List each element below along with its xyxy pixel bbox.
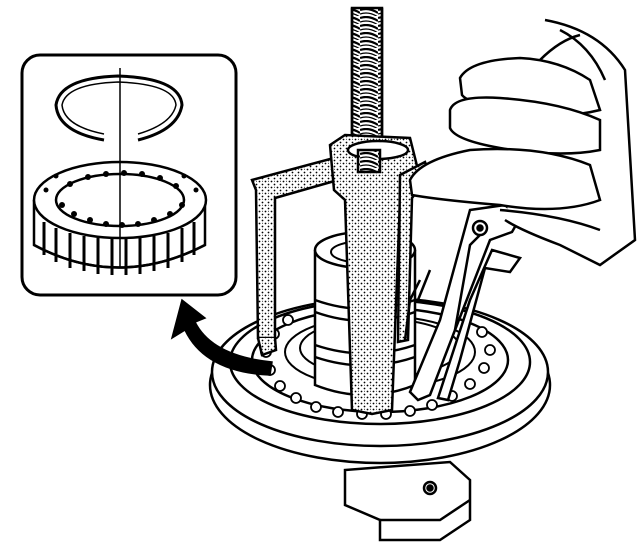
three-jaw-puller [250,133,432,416]
hand [408,18,637,267]
snap-ring-pliers [403,203,523,402]
inset-panel [20,53,238,297]
removal-direction-arrow [170,298,273,376]
snap-ring [54,74,184,142]
